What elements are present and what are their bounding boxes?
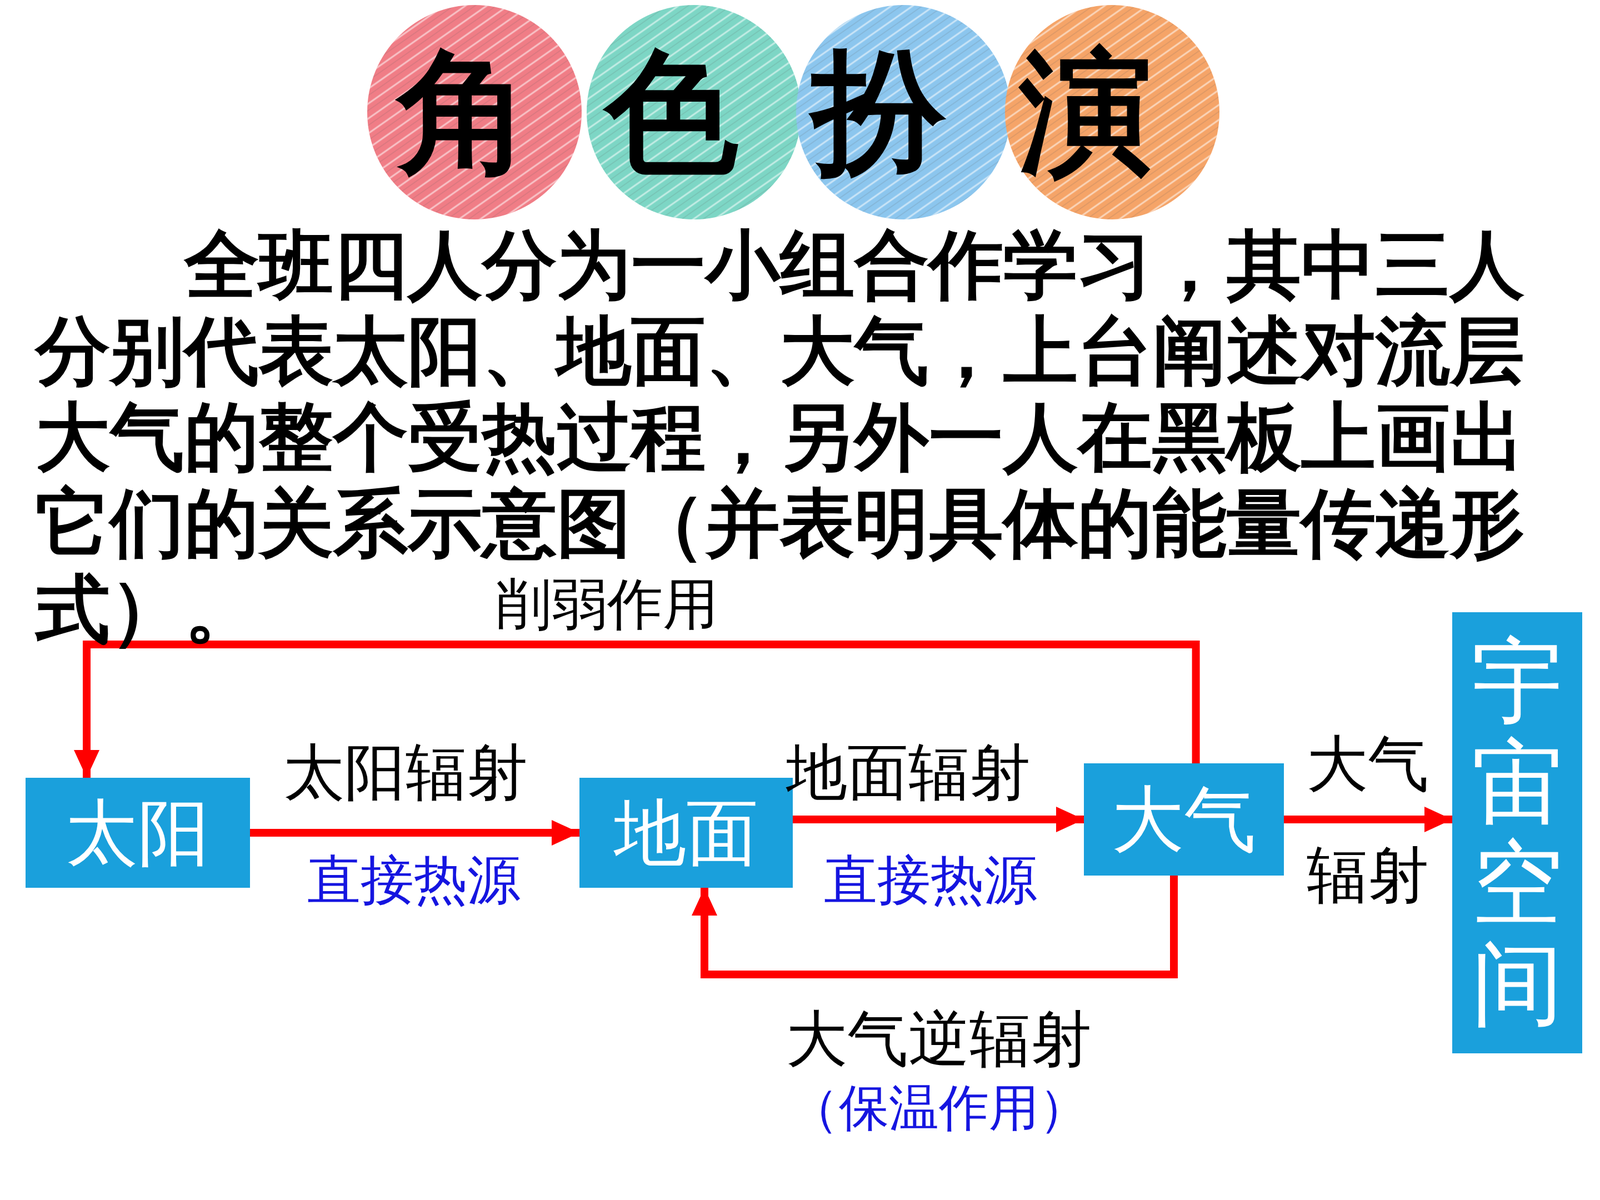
node-text: 地面 bbox=[613, 793, 759, 873]
process-box: 大气 bbox=[1083, 763, 1284, 876]
title-text: 角色扮演 bbox=[397, 38, 1227, 186]
note-label: （保温作用） bbox=[788, 1080, 1089, 1135]
process-box: 地面 bbox=[579, 777, 793, 888]
note-label: 直接热源 bbox=[307, 851, 521, 910]
edge-label: 地面辐射 bbox=[786, 738, 1031, 807]
node-text: 太阳 bbox=[65, 793, 210, 873]
arrow-connector bbox=[250, 828, 580, 837]
arrow-connector bbox=[792, 815, 1084, 824]
note-label: 直接热源 bbox=[823, 851, 1038, 910]
arrow-connector bbox=[1283, 815, 1453, 824]
process-box: 太阳 bbox=[25, 777, 250, 888]
node-text: 宇宙空间 bbox=[1471, 631, 1564, 1035]
edge-label: 太阳辐射 bbox=[283, 738, 528, 807]
edge-label: 大气辐射 bbox=[1306, 708, 1429, 931]
edge-label: 削弱作用 bbox=[496, 573, 719, 635]
node-text: 大气 bbox=[1111, 780, 1257, 860]
space-box: 宇宙空间 bbox=[1452, 612, 1583, 1054]
instruction-paragraph: 全班四人分为一小组合作学习，其中三人分别代表太阳、地面、大气，上台阐述对流层大气… bbox=[35, 222, 1547, 653]
edge-label: 大气逆辐射 bbox=[786, 1005, 1092, 1073]
